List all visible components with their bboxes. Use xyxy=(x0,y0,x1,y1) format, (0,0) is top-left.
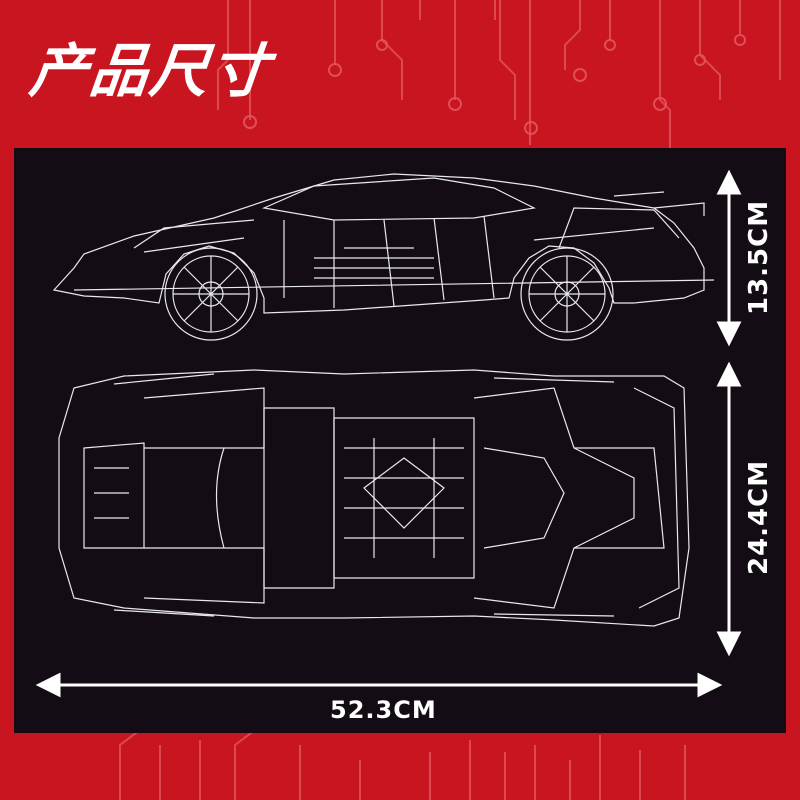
width-arrow xyxy=(716,361,742,657)
length-arrow xyxy=(35,672,723,698)
width-dimension-label: 24.4CM xyxy=(744,459,774,575)
height-dimension-label: 13.5CM xyxy=(744,199,774,315)
car-blueprint-drawing xyxy=(35,169,742,698)
blueprint-panel xyxy=(14,148,786,733)
page-title: 产品尺寸 xyxy=(26,37,274,105)
height-arrow xyxy=(716,169,742,347)
length-dimension-label: 52.3CM xyxy=(330,696,437,724)
side-view-car-icon xyxy=(52,173,715,341)
top-view-car-icon xyxy=(58,369,690,627)
